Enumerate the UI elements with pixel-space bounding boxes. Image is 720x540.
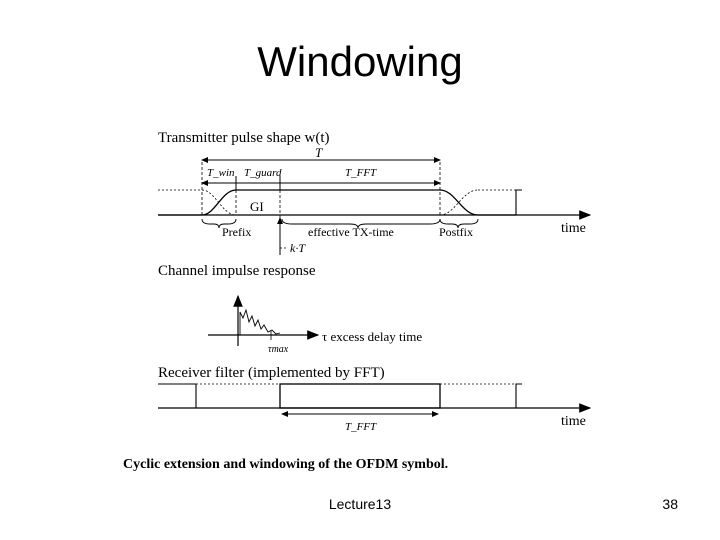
postfix-label: Postfix xyxy=(439,225,473,239)
rx-fft-window xyxy=(279,383,441,409)
twin-label: T_win xyxy=(207,167,235,179)
kT-label: k·T xyxy=(290,241,306,255)
tau-excess-label: τ excess delay time xyxy=(322,329,422,344)
tfft-label: T_FFT xyxy=(345,167,377,179)
channel-heading: Channel impulse response xyxy=(158,263,316,279)
effective-tx-label: effective TX-time xyxy=(308,225,394,239)
transmitter-heading: Transmitter pulse shape w(t) xyxy=(158,130,330,146)
rx-previous-window xyxy=(158,383,197,408)
footer-lecture: Lecture13 xyxy=(328,496,392,512)
rx-time-label: time xyxy=(561,414,586,429)
channel-response-curve xyxy=(239,308,281,335)
receiver-heading: Receiver filter (implemented by FFT) xyxy=(158,365,385,381)
T-label: T xyxy=(315,145,323,160)
tx-next-symbol xyxy=(515,189,522,215)
gi-label: GI xyxy=(250,199,264,214)
tx-time-label: time xyxy=(561,221,586,236)
figure-caption: Cyclic extension and windowing of the OF… xyxy=(123,457,448,472)
page-number: 38 xyxy=(662,496,678,512)
tx-pulse-shape xyxy=(158,189,516,216)
slide-title: Windowing xyxy=(257,38,463,85)
prefix-label: Prefix xyxy=(222,225,251,239)
tguard-label: T_guard xyxy=(244,167,282,179)
rx-next-window xyxy=(515,383,522,408)
tau-max-label: τmax xyxy=(268,344,289,355)
rx-tfft-label: T_FFT xyxy=(345,421,377,433)
